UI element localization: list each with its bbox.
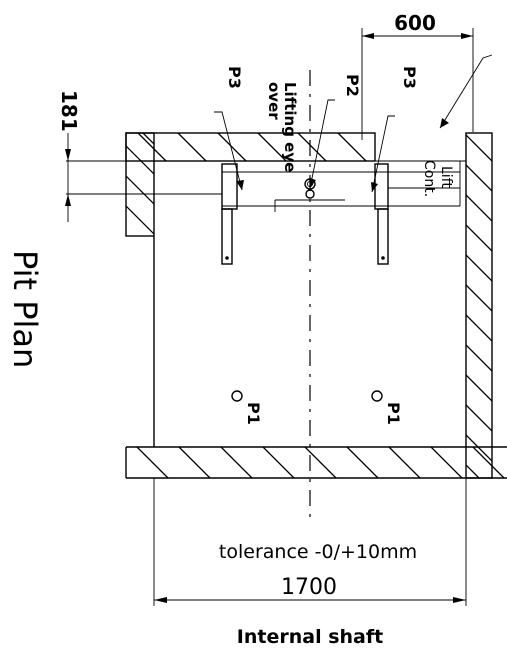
bottom-wall bbox=[125, 446, 507, 479]
hatch-line bbox=[472, 447, 505, 478]
hatch-line bbox=[466, 284, 492, 312]
hatch-line bbox=[126, 477, 127, 478]
hatch-line bbox=[346, 447, 379, 478]
hatch-line bbox=[466, 344, 492, 372]
dimension-1700-label: 1700 bbox=[281, 575, 337, 600]
hatch-line bbox=[466, 224, 492, 252]
dimension-600-label: 600 bbox=[394, 11, 436, 35]
hatch-line bbox=[178, 447, 211, 478]
hatch-line bbox=[388, 447, 421, 478]
hatch-line bbox=[126, 145, 154, 175]
right-wall bbox=[465, 105, 493, 479]
p1-right-label: P1 bbox=[384, 402, 403, 425]
hatch-line bbox=[466, 105, 492, 131]
right-guide-bracket bbox=[374, 163, 389, 265]
hatch-line bbox=[466, 194, 492, 222]
hatch-line bbox=[136, 447, 169, 478]
dimension-600 bbox=[361, 28, 474, 140]
hatch-line bbox=[466, 314, 492, 342]
lifting-eye-label-line2: over bbox=[265, 82, 283, 120]
pit-plan-title: Pit Plan bbox=[6, 250, 44, 368]
tolerance-label: tolerance -0/+10mm bbox=[219, 541, 417, 563]
p3-right-label: P3 bbox=[400, 66, 419, 89]
hatch-line bbox=[466, 134, 492, 162]
p3-left-label: P3 bbox=[225, 66, 244, 89]
top-wall bbox=[125, 132, 406, 162]
hatch-line bbox=[466, 464, 480, 478]
dimension-181-label: 181 bbox=[57, 90, 81, 132]
p2-label: P2 bbox=[343, 74, 362, 97]
hatch-line bbox=[304, 447, 337, 478]
hatch-line bbox=[466, 164, 492, 192]
hatch-line bbox=[126, 175, 154, 205]
hatch-line bbox=[378, 133, 406, 161]
hatch-line bbox=[142, 133, 154, 145]
hatch-line bbox=[220, 447, 253, 478]
hatch-line bbox=[126, 160, 127, 161]
hatch-line bbox=[217, 133, 247, 161]
leader-lines bbox=[214, 54, 493, 193]
dimension-181 bbox=[65, 133, 71, 222]
lift-cont-label-line2: Cont. bbox=[421, 160, 437, 197]
internal-shaft-caption: Internal shaft bbox=[237, 626, 383, 648]
left-guide-bracket bbox=[221, 163, 238, 265]
rail-bracket-assembly bbox=[66, 160, 461, 212]
lift-cont-label-line1: Lift bbox=[438, 166, 454, 188]
hatch-line bbox=[466, 254, 492, 282]
hatch-line bbox=[297, 133, 327, 161]
hatch-line bbox=[466, 404, 492, 432]
hatch-line bbox=[177, 133, 207, 161]
p1-left-label: P1 bbox=[244, 402, 263, 425]
lifting-eye-label-line1: Lifting eye bbox=[281, 82, 299, 172]
hatch-line bbox=[173, 133, 276, 236]
hatch-line bbox=[126, 205, 154, 235]
p1-right-marker bbox=[371, 390, 383, 402]
hatch-line bbox=[137, 133, 167, 161]
hatch-line bbox=[257, 133, 287, 161]
pit-outline bbox=[153, 160, 466, 447]
p1-left-marker bbox=[231, 390, 243, 402]
hatch-line bbox=[337, 133, 367, 161]
hatch-line bbox=[430, 447, 463, 478]
hatch-line bbox=[466, 374, 492, 402]
hatch-line bbox=[262, 447, 295, 478]
dimension-1700 bbox=[153, 478, 467, 606]
hatch-line bbox=[126, 235, 127, 236]
hatch-line bbox=[466, 434, 492, 462]
